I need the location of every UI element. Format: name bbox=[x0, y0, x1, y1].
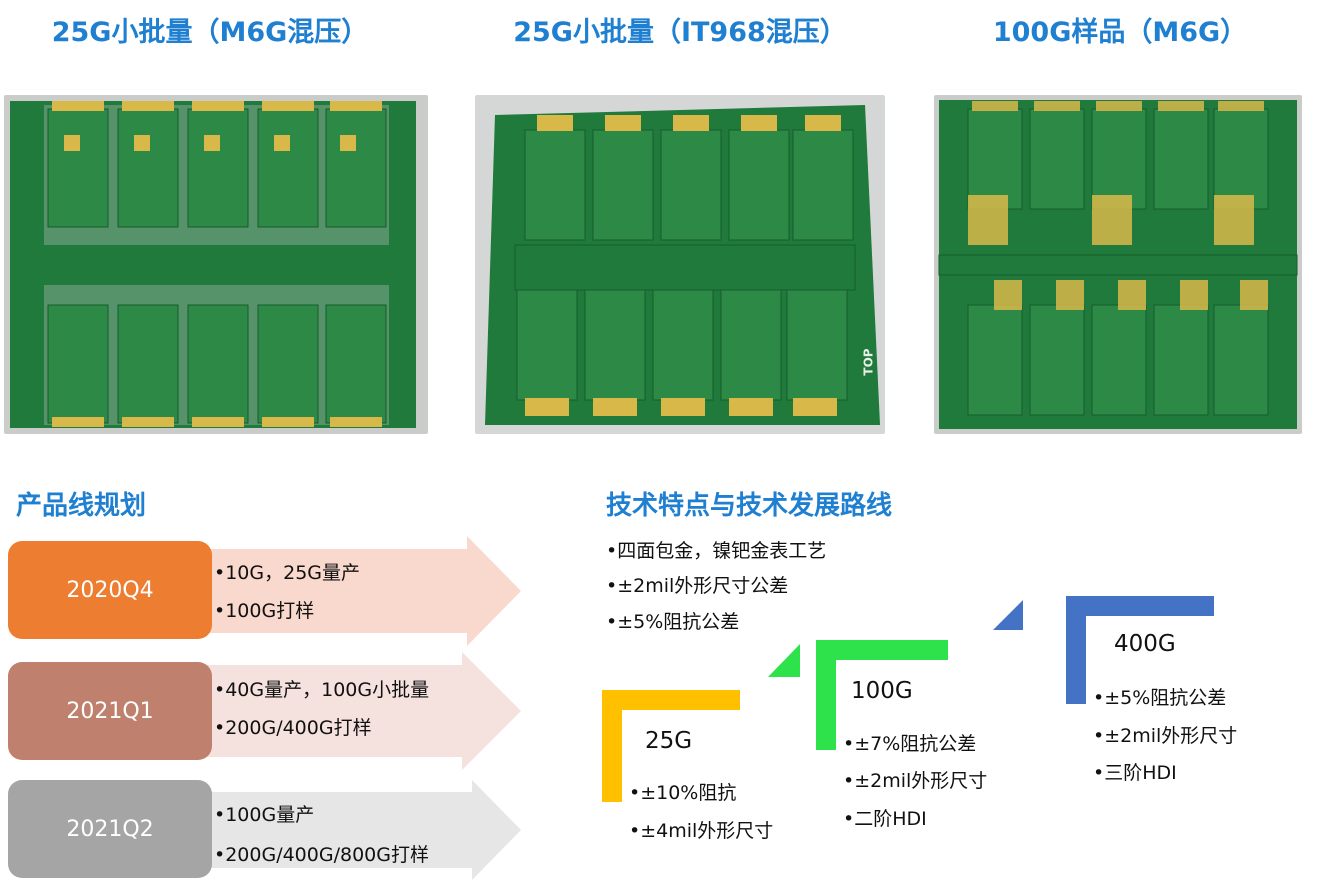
quarter-item: •200G/400G打样 bbox=[214, 717, 372, 739]
tech-feature: •±5%阻抗公差 bbox=[606, 611, 740, 633]
photo-title-2: 25G小批量（IT968混压） bbox=[513, 17, 847, 48]
tech-feature: •四面包金，镍钯金表工艺 bbox=[606, 540, 827, 562]
step-item: •±2mil外形尺寸 bbox=[843, 770, 988, 792]
pcb-photo-1 bbox=[4, 95, 428, 434]
top-label: TOP bbox=[861, 348, 876, 376]
quarter-box-2020q4: 2020Q4 bbox=[8, 541, 212, 639]
pcb-photo-3 bbox=[934, 95, 1302, 434]
arrow-2021q1 bbox=[205, 652, 521, 770]
quarter-item: •200G/400G/800G打样 bbox=[214, 844, 429, 866]
quarter-box-2021q1: 2021Q1 bbox=[8, 662, 212, 760]
step-item: •±5%阻抗公差 bbox=[1093, 687, 1227, 709]
quarter-item: •10G，25G量产 bbox=[214, 562, 361, 584]
arrow-2020q4 bbox=[205, 536, 521, 646]
photo-title-3: 100G样品（M6G） bbox=[992, 17, 1248, 48]
arrow-2021q2 bbox=[205, 780, 521, 880]
quarter-box-2021q2: 2021Q2 bbox=[8, 780, 212, 878]
quarter-item: •100G打样 bbox=[214, 600, 315, 622]
step-item: •±10%阻抗 bbox=[629, 782, 737, 804]
step-graphics bbox=[602, 596, 1214, 802]
step-label-100g: 100G bbox=[851, 678, 913, 704]
step-item: •三阶HDI bbox=[1093, 762, 1177, 784]
tech-feature: •±2mil外形尺寸公差 bbox=[606, 575, 789, 597]
photo-title-1: 25G小批量（M6G混压） bbox=[51, 17, 369, 48]
tech-title: 技术特点与技术发展路线 bbox=[606, 491, 893, 521]
product-line-title: 产品线规划 bbox=[16, 491, 147, 521]
quarter-item: •40G量产，100G小批量 bbox=[214, 679, 430, 701]
step-item: •±7%阻抗公差 bbox=[843, 733, 977, 755]
step-item: •±2mil外形尺寸 bbox=[1093, 725, 1238, 747]
step-item: •二阶HDI bbox=[843, 808, 927, 830]
step-label-400g: 400G bbox=[1114, 631, 1176, 657]
step-item: •±4mil外形尺寸 bbox=[629, 820, 774, 842]
step-label-25g: 25G bbox=[645, 728, 693, 754]
quarter-item: •100G量产 bbox=[214, 804, 315, 826]
pcb-photo-2: TOP bbox=[475, 95, 885, 434]
